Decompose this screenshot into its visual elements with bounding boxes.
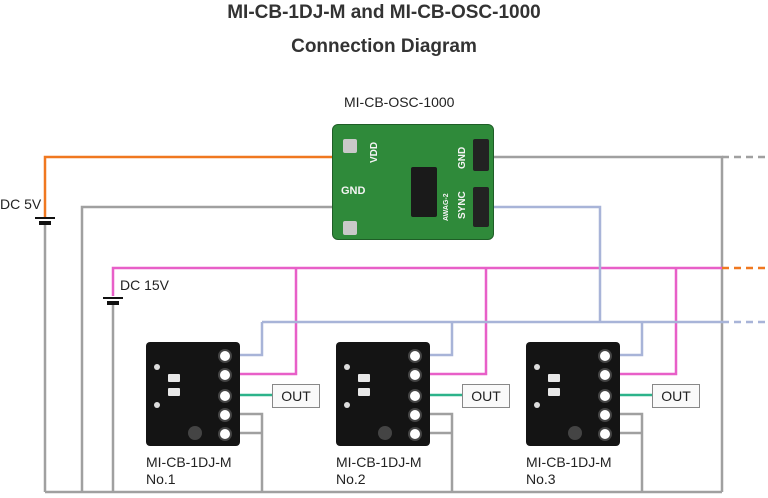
vdd-15v-module-2 — [420, 268, 488, 376]
module-2-pin-sync — [408, 349, 422, 363]
board-component — [168, 388, 180, 396]
module-2-pin-vdd — [408, 368, 422, 382]
osc-silk-gnd-top: GND — [457, 146, 468, 169]
board-component — [168, 374, 180, 382]
module-2-pin-out — [408, 389, 422, 403]
sync-module-1 — [230, 322, 264, 357]
board-mount-hole — [568, 426, 582, 440]
osc-board-label: MI-CB-OSC-1000 — [344, 94, 455, 110]
osc-silk-id: AWAG-2 — [443, 193, 450, 221]
module-1-pin-gnd-2 — [218, 427, 232, 441]
module-2-out-label: OUT — [462, 384, 510, 408]
board-component — [548, 374, 560, 382]
osc-connector-gnd — [473, 139, 489, 171]
module-1-pin-vdd — [218, 368, 232, 382]
sync-wire-osc — [492, 205, 602, 322]
module-3-pin-gnd-2 — [598, 427, 612, 441]
diagram-subtitle: Connection Diagram — [291, 36, 477, 57]
module-3-pin-vdd — [598, 368, 612, 382]
board-component — [548, 388, 560, 396]
module-3-pin-gnd — [598, 408, 612, 422]
sync-module-3 — [610, 322, 644, 357]
board-via — [154, 364, 160, 370]
board-via — [534, 402, 540, 408]
osc-silk-vdd: VDD — [369, 141, 380, 163]
module-1-name: MI-CB-1DJ-M — [146, 454, 232, 470]
dc-15v-label: DC 15V — [120, 277, 170, 293]
module-2-pin-gnd — [408, 408, 422, 422]
module-2-number: No.2 — [336, 471, 366, 487]
module-1-pin-sync — [218, 349, 232, 363]
module-3-name: MI-CB-1DJ-M — [526, 454, 612, 470]
board-via — [154, 402, 160, 408]
module-3-pin-sync — [598, 349, 612, 363]
dc-5v-label: DC 5V — [0, 196, 42, 212]
module-1-pin-gnd — [218, 408, 232, 422]
module-1-number: No.1 — [146, 471, 176, 487]
osc-ic-chip — [411, 167, 437, 217]
board-via — [534, 364, 540, 370]
vdd-15v-bus — [111, 266, 722, 296]
board-component — [358, 374, 370, 382]
board-mount-hole — [188, 426, 202, 440]
osc-pad-corner — [343, 221, 357, 235]
module-3-out-label: OUT — [652, 384, 700, 408]
module-2-name: MI-CB-1DJ-M — [336, 454, 422, 470]
board-via — [344, 402, 350, 408]
osc-connector-sync — [473, 187, 489, 227]
module-1-out-label: OUT — [272, 384, 320, 408]
vdd-15v-module-1 — [230, 268, 298, 376]
osc-pad-vdd — [343, 139, 357, 153]
osc-board: VDD GND GND SYNC AWAG-2 — [332, 124, 494, 240]
sync-module-2 — [420, 322, 454, 357]
vdd-15v-module-3 — [610, 268, 678, 376]
module-3-number: No.3 — [526, 471, 556, 487]
board-via — [344, 364, 350, 370]
diagram-title: MI-CB-1DJ-M and MI-CB-OSC-1000 — [227, 2, 541, 23]
board-mount-hole — [378, 426, 392, 440]
osc-silk-gnd-left: GND — [341, 185, 366, 197]
module-1-pin-out — [218, 389, 232, 403]
vdd-5v-wire — [43, 155, 332, 218]
board-component — [358, 388, 370, 396]
gnd-wire-osc-left — [80, 205, 332, 492]
osc-silk-sync: SYNC — [457, 191, 468, 219]
module-3-pin-out — [598, 389, 612, 403]
module-2-pin-gnd-2 — [408, 427, 422, 441]
